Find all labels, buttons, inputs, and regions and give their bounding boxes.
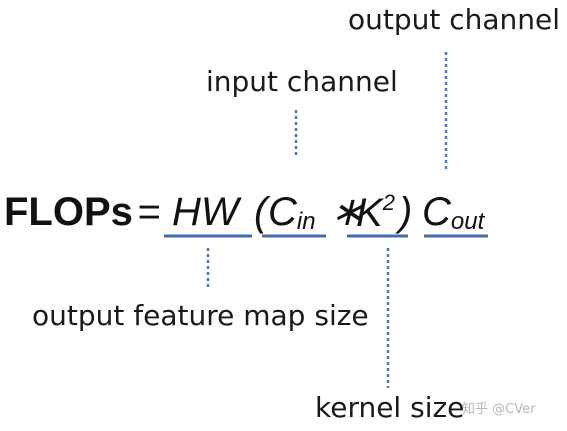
label-output-feature-map-size: output feature map size xyxy=(32,299,369,332)
label-kernel-size: kernel size xyxy=(315,391,465,424)
formula-c-out-letter: C xyxy=(422,190,451,234)
formula-in-subscript: in xyxy=(296,208,316,235)
formula-equals: = xyxy=(137,190,161,234)
formula-close-paren: ) xyxy=(399,190,413,234)
formula-c-in: Cin xyxy=(268,192,316,234)
formula-open-paren: ( xyxy=(254,190,268,234)
formula-lhs: FLOPs xyxy=(4,190,133,234)
formula-k-superscript: 2 xyxy=(382,190,395,215)
label-input-channel: input channel xyxy=(206,65,398,98)
formula-c-out: Cout xyxy=(422,192,484,234)
label-output-channel: output channel xyxy=(348,3,561,36)
formula-c: C xyxy=(268,190,297,234)
watermark: 知乎 @CVer xyxy=(462,402,536,417)
formula-k-squared: K2 xyxy=(356,190,395,235)
formula-k: K xyxy=(356,191,383,235)
formula-hw: HW xyxy=(172,190,239,234)
formula-out-subscript: out xyxy=(450,208,485,235)
formula-times: ∗ xyxy=(330,190,364,234)
